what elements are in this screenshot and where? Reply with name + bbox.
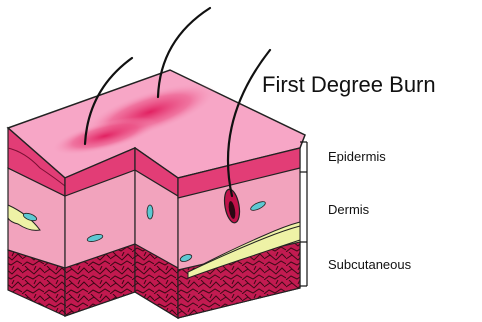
diagram-title: First Degree Burn [262, 72, 436, 97]
label-subcutaneous: Subcutaneous [328, 257, 412, 272]
inner-step-face [65, 148, 135, 316]
layer-bracket [300, 142, 307, 286]
right-front-face [178, 148, 300, 318]
label-dermis: Dermis [328, 202, 370, 217]
label-epidermis: Epidermis [328, 149, 386, 164]
center-front-face [135, 148, 178, 318]
